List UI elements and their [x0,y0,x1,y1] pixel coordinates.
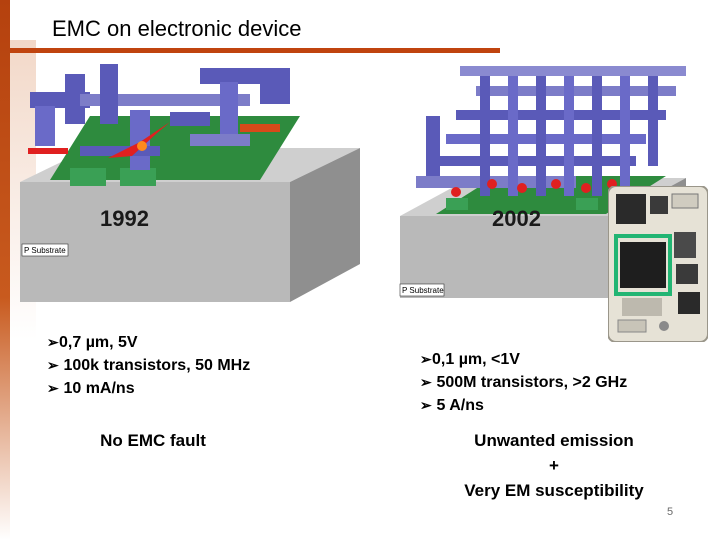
list-item: ➢ 100k transistors, 50 MHz [47,354,250,377]
arrow-bullet-icon: ➢ [420,397,432,413]
circuit-board-photo [608,186,708,342]
slide-title: EMC on electronic device [52,16,302,41]
year-label-2002: 2002 [492,206,541,231]
substrate-label-right: P Substrate [402,286,444,295]
arrow-bullet-icon: ➢ [47,357,59,373]
list-item: ➢ 500M transistors, >2 GHz [420,371,627,394]
left-spec-list: ➢0,7 µm, 5V ➢ 100k transistors, 50 MHz ➢… [47,331,250,400]
right-spec-list: ➢0,1 µm, <1V ➢ 500M transistors, >2 GHz … [420,348,627,417]
arrow-bullet-icon: ➢ [420,351,432,367]
substrate-label-left: P Substrate [24,246,66,255]
arrow-bullet-icon: ➢ [420,374,432,390]
arrow-bullet-icon: ➢ [47,380,59,396]
right-verdict: Unwanted emission + Very EM susceptibili… [464,431,644,500]
list-item: ➢0,7 µm, 5V [47,331,250,354]
list-item: ➢ 5 A/ns [420,394,627,417]
page-number: 5 [667,506,674,518]
list-item: ➢ 10 mA/ns [47,377,250,400]
title-underline [10,48,500,53]
year-label-1992: 1992 [100,206,149,231]
list-item: ➢0,1 µm, <1V [420,348,627,371]
chip-1992-illustration: 1992 P Substrate [20,64,370,304]
left-accent-bar [0,0,10,540]
left-verdict: No EMC fault [100,431,206,450]
arrow-bullet-icon: ➢ [47,334,59,350]
